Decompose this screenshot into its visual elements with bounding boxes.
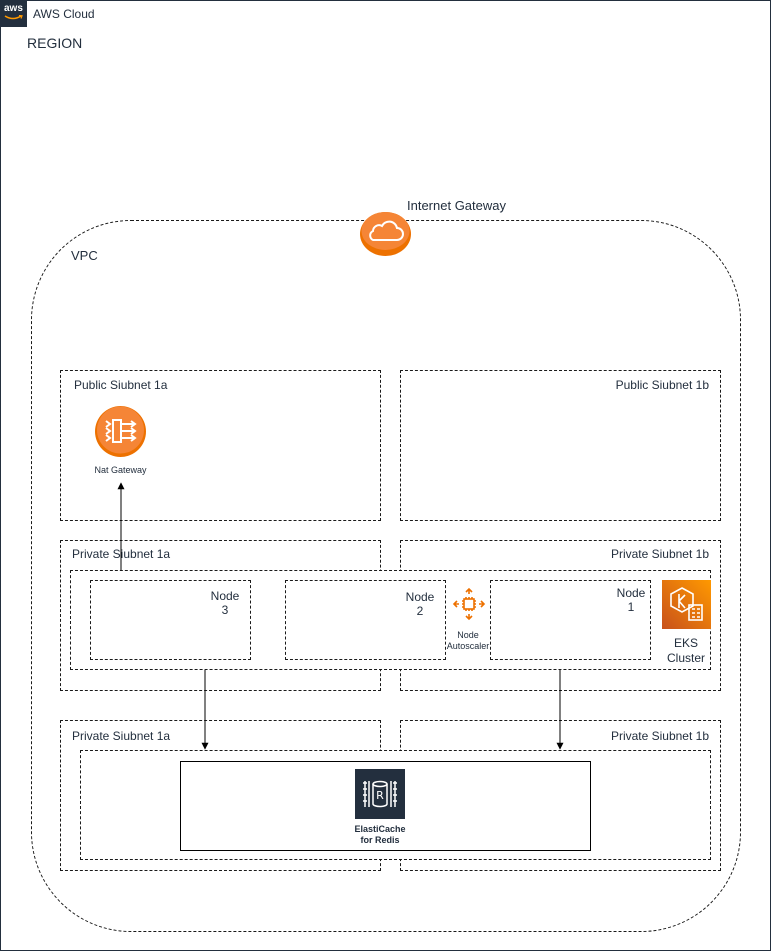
node-2[interactable] <box>285 580 446 660</box>
eks-icon[interactable] <box>662 580 711 629</box>
nat-gateway-icon[interactable] <box>95 406 146 457</box>
nat-gateway-label: Nat Gateway <box>94 465 147 475</box>
node-1[interactable] <box>490 580 651 660</box>
node-2-label: Node <box>405 590 435 604</box>
elasticache-label-2: for Redis <box>360 835 400 845</box>
private-subnet-1b-top-label: Private Siubnet 1b <box>610 547 709 561</box>
node-3-label: Node <box>210 589 240 603</box>
aws-logo-text: aws <box>4 3 23 14</box>
elasticache-label-1: ElastiCache <box>354 824 406 834</box>
private-subnet-1b-bottom-label: Private Siubnet 1b <box>610 729 709 743</box>
public-subnet-1b-label: Public Siubnet 1b <box>615 378 709 392</box>
node-autoscaler-label-2: Autoscaler <box>446 641 490 651</box>
public-subnet-1a <box>60 370 381 521</box>
node-2-number: 2 <box>416 604 424 618</box>
internet-gateway-icon[interactable] <box>360 210 411 256</box>
svg-text:R: R <box>376 789 384 802</box>
node-autoscaler-icon[interactable] <box>452 587 486 621</box>
vpc-label: VPC <box>71 248 98 263</box>
node-1-label: Node <box>616 586 646 600</box>
eks-label-2: Cluster <box>666 651 705 665</box>
private-subnet-1a-bottom-label: Private Siubnet 1a <box>72 729 171 743</box>
node-autoscaler-label-1: Node <box>457 630 479 640</box>
node-1-number: 1 <box>627 600 635 614</box>
node-3-number: 3 <box>221 603 229 617</box>
internet-gateway-label: Internet Gateway <box>407 198 506 213</box>
node-3[interactable] <box>90 580 251 660</box>
aws-logo-icon: aws <box>0 0 27 27</box>
eks-label-1: EKS <box>673 636 698 650</box>
public-subnet-1b <box>400 370 721 521</box>
aws-cloud-label: AWS Cloud <box>33 7 95 21</box>
elasticache-icon[interactable]: R <box>355 769 405 819</box>
region-label: REGION <box>27 35 83 51</box>
public-subnet-1a-label: Public Siubnet 1a <box>74 378 168 392</box>
